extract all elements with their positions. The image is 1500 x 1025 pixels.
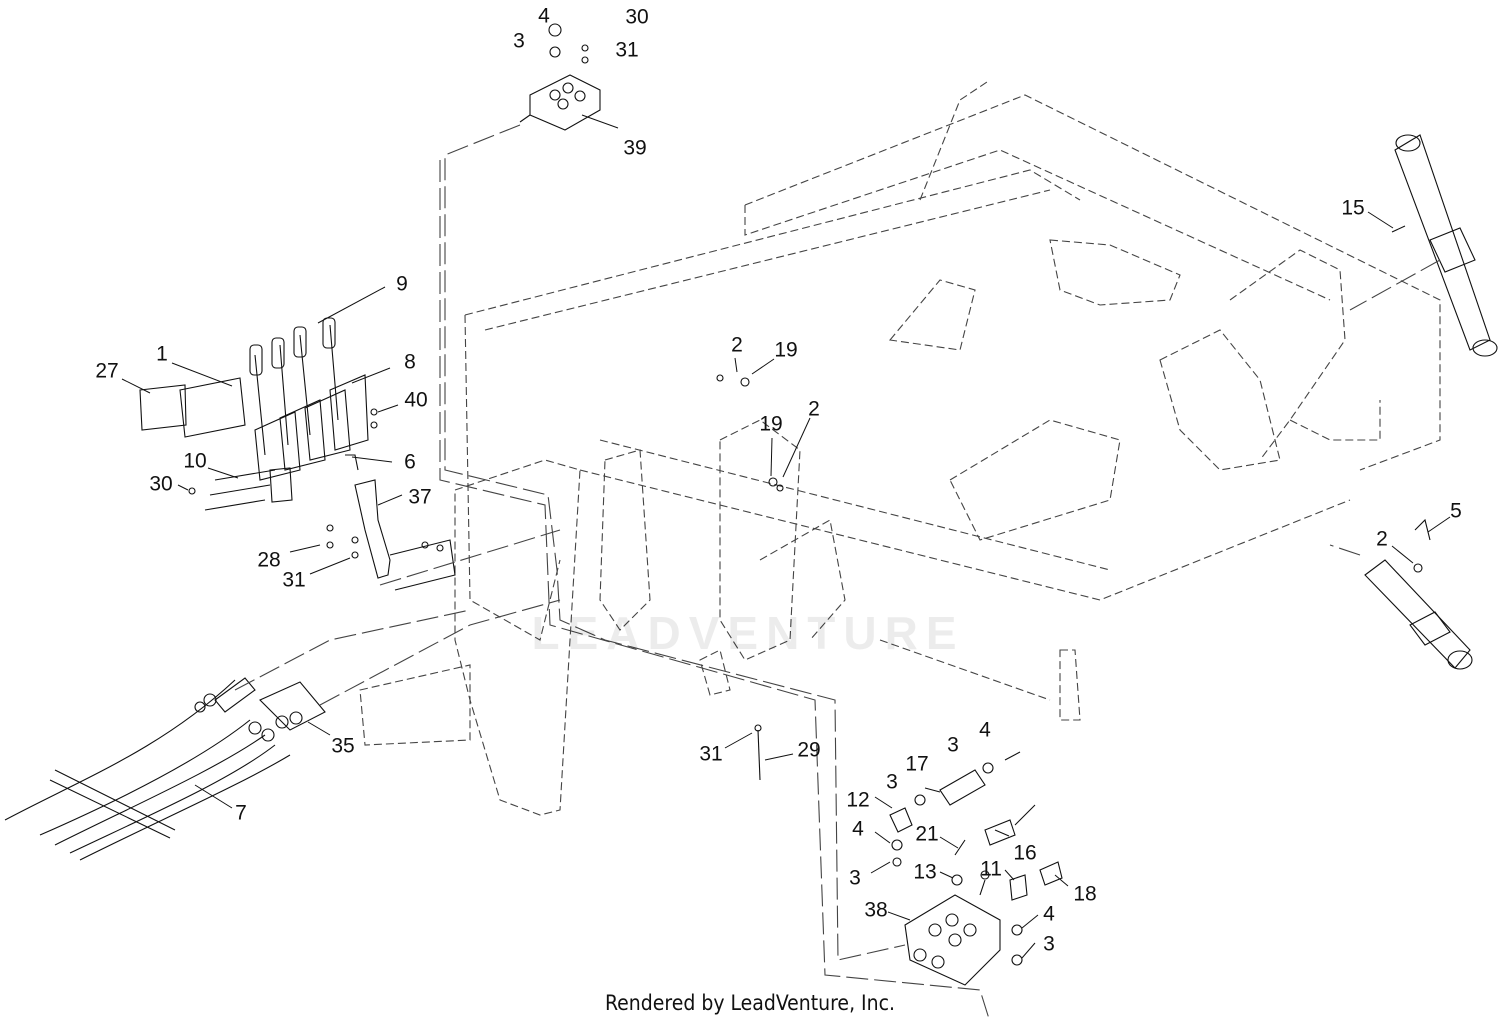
callout-label[interactable]: 40	[404, 388, 428, 412]
callout-label[interactable]: 2	[808, 397, 820, 421]
callout-label[interactable]: 39	[623, 136, 647, 160]
callout-label[interactable]: 4	[1043, 902, 1055, 926]
callout-label[interactable]: 15	[1341, 196, 1365, 220]
callout-label[interactable]: 5	[1450, 499, 1462, 523]
callout-label[interactable]: 31	[282, 568, 306, 592]
callout-label[interactable]: 3	[886, 770, 898, 794]
callout-label[interactable]: 8	[404, 350, 416, 374]
callout-label[interactable]: 30	[149, 472, 173, 496]
callout-label[interactable]: 13	[913, 860, 937, 884]
callout-label[interactable]: 37	[408, 485, 432, 509]
callout-label[interactable]: 2	[731, 333, 743, 357]
hose-routing-lines	[234, 124, 1441, 1023]
callout-label[interactable]: 4	[538, 4, 550, 28]
callout-label[interactable]: 18	[1073, 882, 1097, 906]
callout-label[interactable]: 31	[615, 38, 639, 62]
callout-label[interactable]: 4	[852, 817, 864, 841]
callout-label[interactable]: 6	[404, 450, 416, 474]
callout-label[interactable]: 19	[774, 338, 798, 362]
hydraulic-fittings	[716, 225, 1431, 966]
callout-label[interactable]: 3	[849, 866, 861, 890]
callout-label[interactable]: 9	[396, 272, 408, 296]
control-cables	[4, 677, 326, 861]
footer-credit: Rendered by LeadVenture, Inc.	[605, 991, 895, 1015]
callout-label[interactable]: 31	[699, 742, 723, 766]
callout-label[interactable]: 4	[979, 718, 991, 742]
callout-label[interactable]: 27	[95, 359, 119, 383]
lift-cylinder-upper	[1394, 134, 1498, 357]
control-lever-bank	[139, 317, 378, 511]
mounting-bracket	[326, 479, 456, 591]
callout-label[interactable]: 1	[156, 342, 168, 366]
callout-label[interactable]: 12	[846, 788, 870, 812]
watermark: LEADVENTURE	[531, 607, 965, 659]
callout-label[interactable]: 10	[183, 449, 207, 473]
control-valve-top	[519, 23, 601, 131]
callout-label[interactable]: 3	[1043, 932, 1055, 956]
control-valve-lower	[904, 870, 1001, 986]
callout-label[interactable]: 35	[331, 734, 355, 758]
main-frame	[359, 79, 1441, 816]
callout-label[interactable]: 2	[1376, 527, 1388, 551]
callout-label[interactable]: 3	[513, 29, 525, 53]
callout-label[interactable]: 21	[915, 822, 939, 846]
callout-label[interactable]: 17	[905, 752, 929, 776]
callout-label[interactable]: 11	[980, 857, 1002, 881]
callout-leaders	[121, 114, 1451, 959]
callout-label[interactable]: 19	[759, 412, 783, 436]
callout-label[interactable]: 38	[864, 898, 888, 922]
callout-label[interactable]: 28	[257, 548, 281, 572]
callout-label[interactable]: 30	[625, 5, 649, 29]
lift-cylinder-lower	[1364, 559, 1473, 670]
callout-label[interactable]: 16	[1013, 841, 1037, 865]
callout-label[interactable]: 7	[235, 801, 247, 825]
callout-label[interactable]: 29	[797, 738, 821, 762]
callout-label[interactable]: 3	[947, 733, 959, 757]
